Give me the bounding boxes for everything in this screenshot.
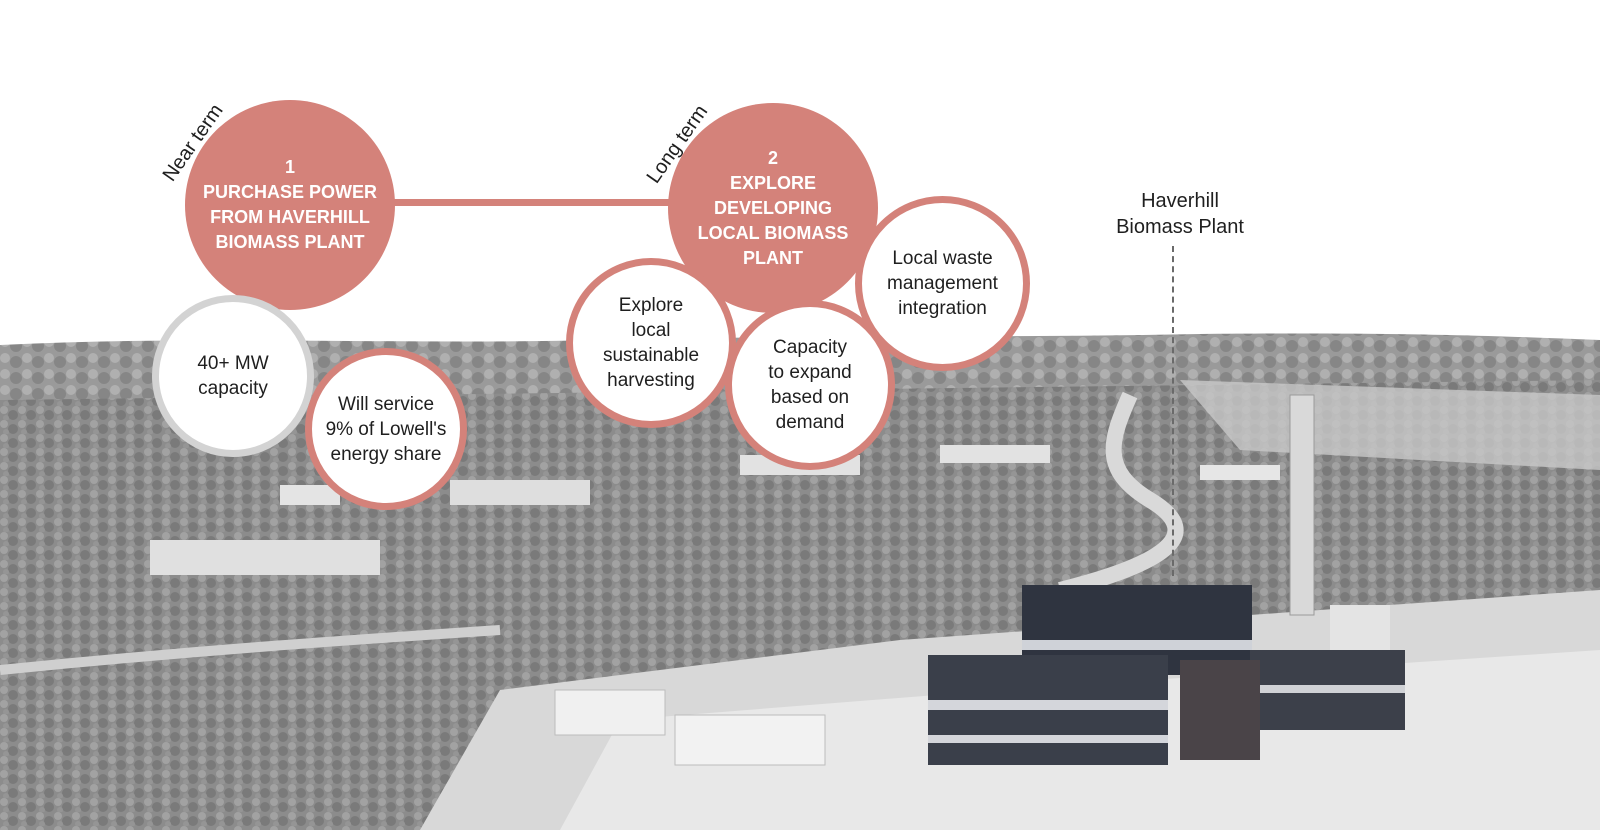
detail-line: Explore [618, 295, 684, 316]
phase-connector-line [385, 199, 670, 206]
detail-line: management [887, 273, 998, 294]
phase-1-title-line: BIOMASS PLANT [215, 232, 365, 252]
detail-line: harvesting [607, 370, 695, 391]
phase-1-number: 1 [284, 157, 295, 177]
phase-1-title-line: PURCHASE POWER [202, 182, 377, 202]
detail-line: integration [898, 298, 987, 319]
detail-line: local [631, 320, 671, 341]
detail-line: to expand [768, 362, 852, 383]
energy-share-detail-circle: Will service 9% of Lowell's energy share [305, 348, 467, 510]
plant-leader-line [1172, 246, 1174, 576]
detail-line: sustainable [602, 345, 700, 366]
phase-1-title-line: FROM HAVERHILL [210, 207, 370, 227]
waste-management-detail-circle: Local waste management integration [855, 196, 1030, 371]
phase-2-number: 2 [767, 147, 778, 168]
detail-line: capacity [198, 378, 268, 399]
detail-line: Will service [337, 393, 435, 415]
phase-2-title-line: LOCAL BIOMASS [697, 222, 849, 243]
haverhill-plant-label: Haverhill Biomass Plant [1090, 188, 1270, 240]
plant-label-line: Biomass Plant [1116, 216, 1244, 238]
phase-2-title-line: PLANT [742, 247, 803, 268]
detail-line: energy share [330, 443, 442, 465]
detail-line: demand [775, 412, 845, 433]
detail-line: based on [770, 387, 850, 408]
plant-label-line: Haverhill [1141, 190, 1219, 212]
phase-2-title-line: EXPLORE [729, 172, 816, 193]
phase-2-title-line: DEVELOPING [713, 197, 832, 218]
detail-line: Capacity [773, 337, 847, 358]
capacity-detail-circle: 40+ MW capacity [152, 295, 314, 457]
phase-1-circle: 1 PURCHASE POWER FROM HAVERHILL BIOMASS … [185, 100, 395, 310]
detail-line: 9% of Lowell's [325, 418, 447, 440]
detail-line: 40+ MW [197, 353, 269, 374]
detail-line: Local waste [892, 248, 993, 269]
sustainable-harvesting-detail-circle: Explore local sustainable harvesting [566, 258, 736, 428]
